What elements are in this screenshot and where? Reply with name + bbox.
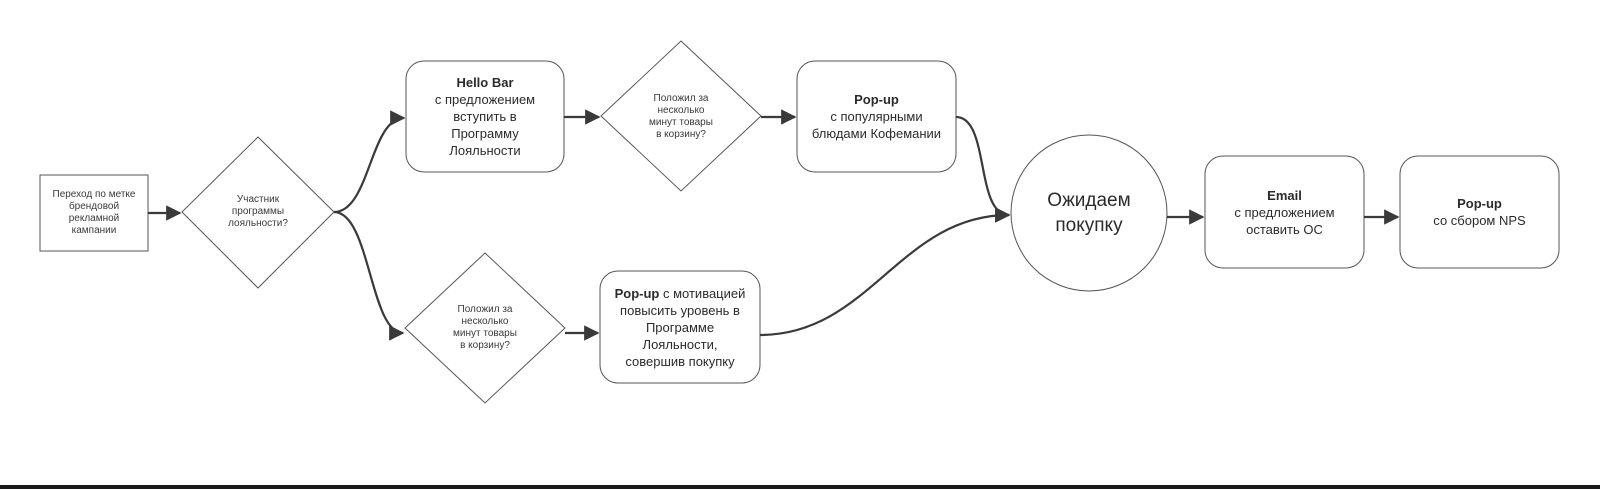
decision-cart-top-line-1: Положил за [653, 93, 709, 104]
email-label: Email с предложением оставить ОС [1205, 156, 1364, 268]
popup-popular-line-2: блюдами Кофемании [811, 126, 942, 141]
popup-nps-title: Pop-up [1457, 196, 1502, 211]
email-box[interactable] [1204, 155, 1365, 269]
arrow-member-to-hello-bar [333, 110, 406, 214]
start-box[interactable] [39, 174, 149, 252]
decision-cart-bottom-line-1: Положил за [457, 304, 513, 315]
arrow-popup-popular-to-wait [955, 115, 1011, 223]
decision-member-line-3: лояльности? [228, 218, 288, 229]
wait-purchase-line-2: покупку [1055, 215, 1123, 236]
wait-purchase-line-1: Ожидаем [1047, 190, 1131, 211]
decision-member-diamond[interactable] [181, 136, 335, 289]
hello-bar-line-1: с предложением [434, 92, 536, 107]
popup-nps-line-1: со сбором NPS [1433, 213, 1526, 228]
decision-cart-top-line-2: несколько [657, 105, 705, 116]
decision-member-label: Участник программы лояльности? [198, 180, 318, 244]
start-line-1: Переход по метке [52, 189, 136, 200]
arrow-popup-motivation-to-wait [759, 207, 1011, 337]
email-line-2: оставить ОС [1246, 221, 1323, 237]
popup-motivation-label: Pop-up с мотивацией повысить уровень в П… [600, 271, 760, 383]
popup-popular-label: Pop-up с популярными блюдами Кофемании [797, 61, 956, 172]
popup-nps-box[interactable] [1399, 155, 1560, 269]
decision-cart-bottom-line-3: минут товары [453, 328, 517, 339]
popup-motivation-first-line: Pop-up с мотивацией [615, 285, 746, 302]
popup-nps-label: Pop-up со сбором NPS [1400, 156, 1559, 268]
start-line-2: брендовой [68, 201, 120, 212]
decision-cart-bottom-line-2: несколько [461, 316, 509, 327]
popup-motivation-title: Pop-up [614, 285, 660, 301]
decision-cart-top-line-4: в корзину? [656, 129, 706, 140]
popup-popular-line-1: с популярными [830, 109, 923, 124]
popup-motivation-line-4: совершив покупку [625, 353, 735, 369]
hello-bar-line-4: Лояльности [449, 143, 521, 158]
popup-motivation-line-2: Программе [645, 319, 715, 335]
popup-motivation-title-suffix: с мотивацией [659, 285, 746, 301]
decision-member-line-1: Участник [236, 194, 280, 205]
bottom-border [0, 485, 1600, 489]
decision-cart-top-diamond[interactable] [600, 40, 762, 192]
decision-cart-bottom-line-4: в корзину? [460, 340, 510, 351]
popup-motivation-box[interactable] [599, 270, 761, 384]
decision-cart-bottom-diamond[interactable] [404, 252, 566, 404]
popup-motivation-line-1: повысить уровень в [620, 302, 740, 318]
hello-bar-line-3: Программу [451, 126, 519, 141]
hello-bar-label: Hello Bar с предложением вступить в Прог… [406, 61, 564, 172]
email-title: Email [1267, 187, 1302, 203]
hello-bar-line-2: вступить в [453, 109, 517, 124]
start-line-4: кампании [71, 225, 117, 236]
decision-cart-top-line-3: минут товары [649, 117, 713, 128]
start-line-3: рекламной [68, 213, 120, 224]
popup-popular-title: Pop-up [854, 92, 899, 107]
wait-purchase-circle[interactable] [1010, 134, 1168, 292]
wait-purchase-label: Ожидаем покупку [1011, 185, 1167, 241]
email-line-1: с предложением [1234, 204, 1335, 220]
arrow-member-to-cart-bottom [333, 210, 405, 341]
decision-member-line-2: программы [231, 206, 285, 217]
popup-motivation-line-3: Лояльности, [642, 336, 718, 352]
decision-cart-bottom-label: Положил за несколько минут товары в корз… [430, 301, 540, 355]
decision-cart-top-label: Положил за несколько минут товары в корз… [626, 90, 736, 144]
start-label: Переход по метке брендовой рекламной кам… [40, 175, 148, 251]
hello-bar-title: Hello Bar [456, 75, 514, 90]
